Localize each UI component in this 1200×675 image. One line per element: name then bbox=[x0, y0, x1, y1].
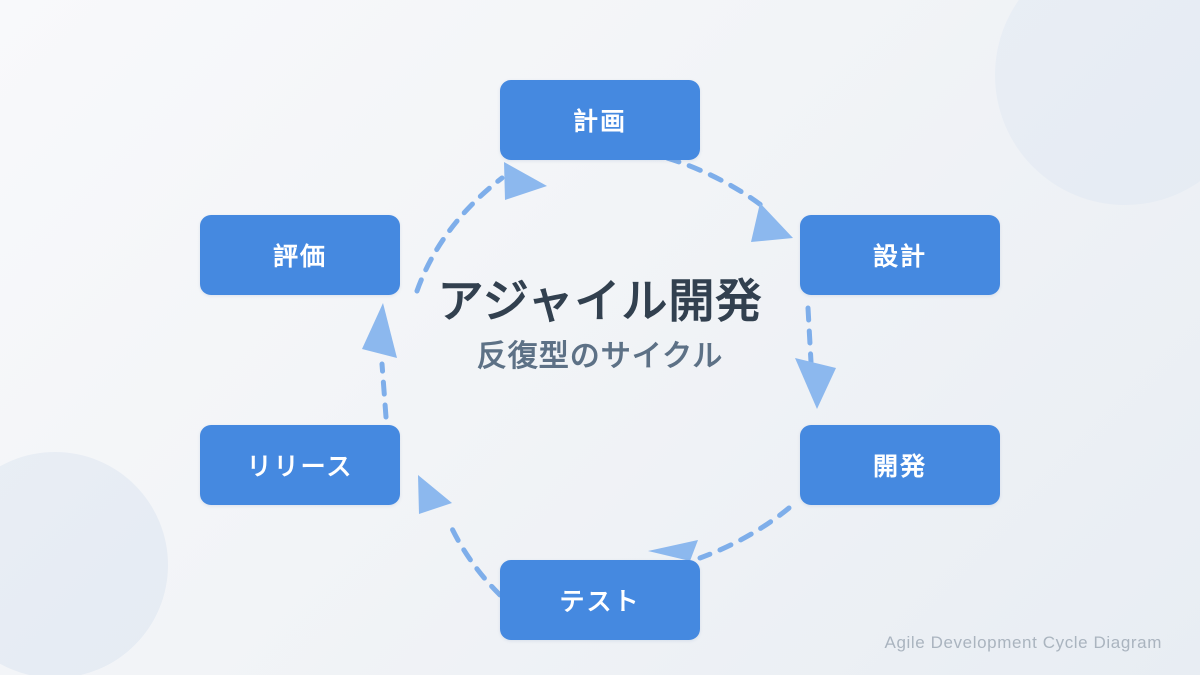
connector-開発-テスト bbox=[697, 505, 792, 561]
connector-設計-開発 bbox=[805, 305, 814, 365]
diagram-caption: Agile Development Cycle Diagram bbox=[884, 633, 1162, 652]
connector-テスト-リリース bbox=[445, 517, 503, 598]
arrowhead-設計-開発 bbox=[795, 358, 836, 409]
cycle-node-test[interactable]: テスト bbox=[500, 560, 700, 640]
arrowhead-テスト-リリース bbox=[418, 475, 452, 514]
cycle-node-develop[interactable]: 開発 bbox=[800, 425, 1000, 505]
cycle-node-plan[interactable]: 計画 bbox=[500, 80, 700, 160]
arrowhead-計画-設計 bbox=[751, 203, 793, 242]
cycle-node-review[interactable]: 評価 bbox=[200, 215, 400, 295]
arrowhead-評価-計画 bbox=[504, 162, 547, 200]
arrowhead-開発-テスト bbox=[648, 540, 698, 561]
cycle-node-release[interactable]: リリース bbox=[200, 425, 400, 505]
connector-リリース-評価 bbox=[379, 361, 389, 420]
connector-評価-計画 bbox=[414, 175, 505, 294]
cycle-node-design[interactable]: 設計 bbox=[800, 215, 1000, 295]
arrowhead-リリース-評価 bbox=[362, 303, 397, 358]
